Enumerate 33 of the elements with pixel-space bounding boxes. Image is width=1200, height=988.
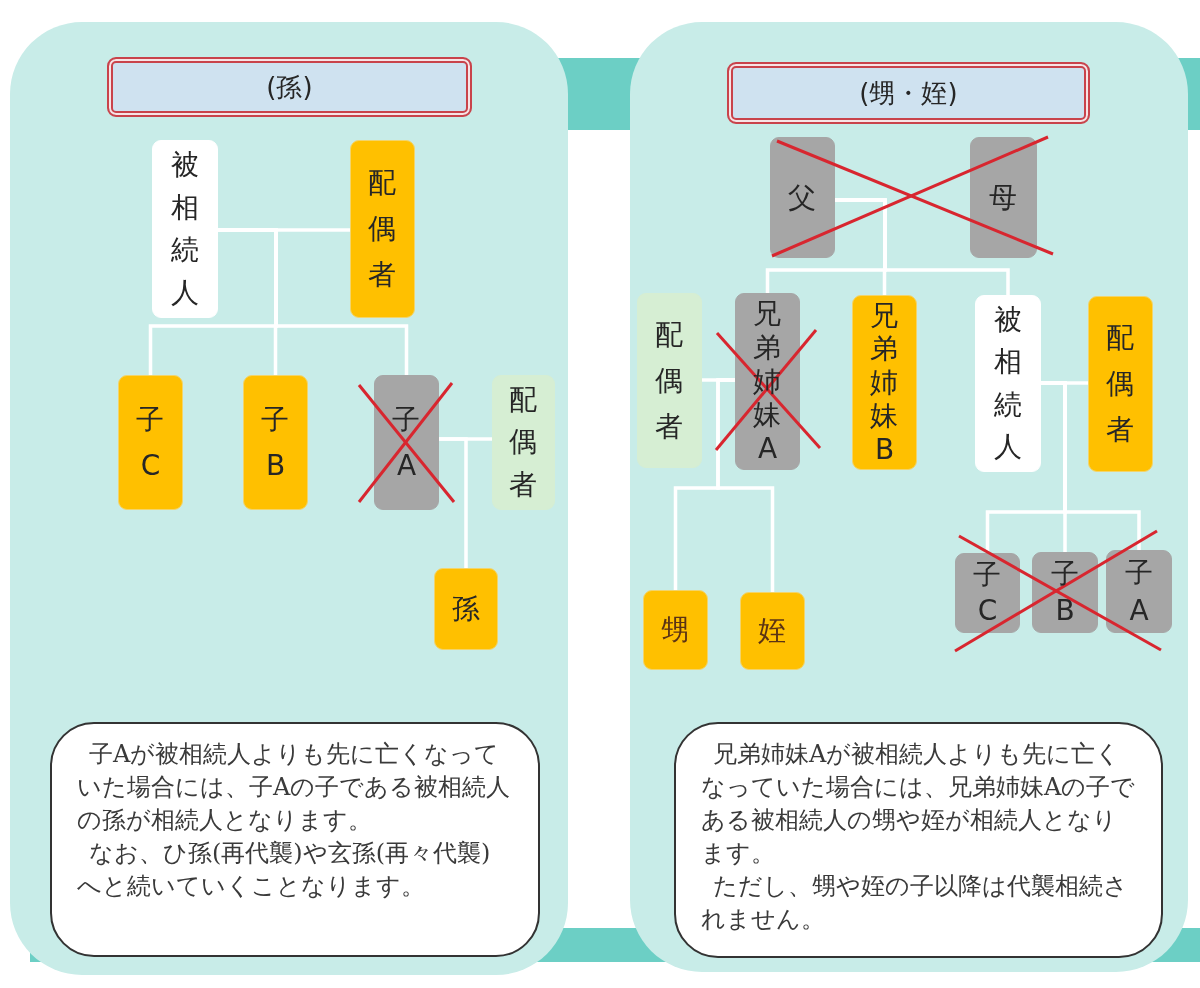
person-box: 甥 bbox=[643, 590, 708, 670]
note-text: 子Aが被相続人よりも先に亡くなっていた場合には、子Aの子である被相続人の孫が相続人となります。 bbox=[77, 739, 512, 836]
person-box: 子C bbox=[955, 553, 1020, 633]
connector-line bbox=[1041, 381, 1141, 550]
person-box: 子A bbox=[374, 375, 439, 510]
note-text: 兄弟姉妹Aが被相続人よりも先に亡くなっていた場合には、兄弟姉妹Aの子である被相続人の甥や姪が相続人となります。 bbox=[701, 739, 1136, 869]
person-box: 配偶者 bbox=[637, 293, 702, 468]
person-box: 孫 bbox=[434, 568, 498, 650]
note-text: なお、ひ孫(再代襲)や玄孫(再々代襲)へと続いていくことなります。 bbox=[77, 838, 492, 902]
panel bbox=[630, 22, 1188, 972]
person-box: 配偶者 bbox=[350, 140, 415, 318]
person-box: 被相続人 bbox=[975, 295, 1041, 472]
person-box: 兄弟姉妹B bbox=[852, 295, 917, 470]
person-box: 配偶者 bbox=[1088, 296, 1153, 472]
person-box: 配偶者 bbox=[492, 375, 555, 510]
connector-line bbox=[716, 378, 775, 592]
person-box: 子B bbox=[243, 375, 308, 510]
connector-line bbox=[439, 437, 468, 568]
title-banner: (甥・姪) bbox=[727, 62, 1090, 124]
note-text: ただし、甥や姪の子以降は代襲相続されません。 bbox=[701, 871, 1129, 935]
person-box: 被相続人 bbox=[152, 140, 218, 318]
panel bbox=[10, 22, 568, 975]
person-box: 父 bbox=[770, 137, 835, 258]
note-box bbox=[50, 722, 540, 957]
connector-line bbox=[218, 228, 409, 375]
person-box: 姪 bbox=[740, 592, 805, 670]
person-box: 子C bbox=[118, 375, 183, 510]
person-box: 母 bbox=[970, 137, 1037, 258]
title-banner: (孫) bbox=[107, 57, 472, 117]
person-box: 子B bbox=[1032, 552, 1098, 633]
person-box: 子A bbox=[1106, 550, 1172, 633]
note-box bbox=[674, 722, 1163, 958]
connector-line bbox=[835, 198, 1010, 295]
